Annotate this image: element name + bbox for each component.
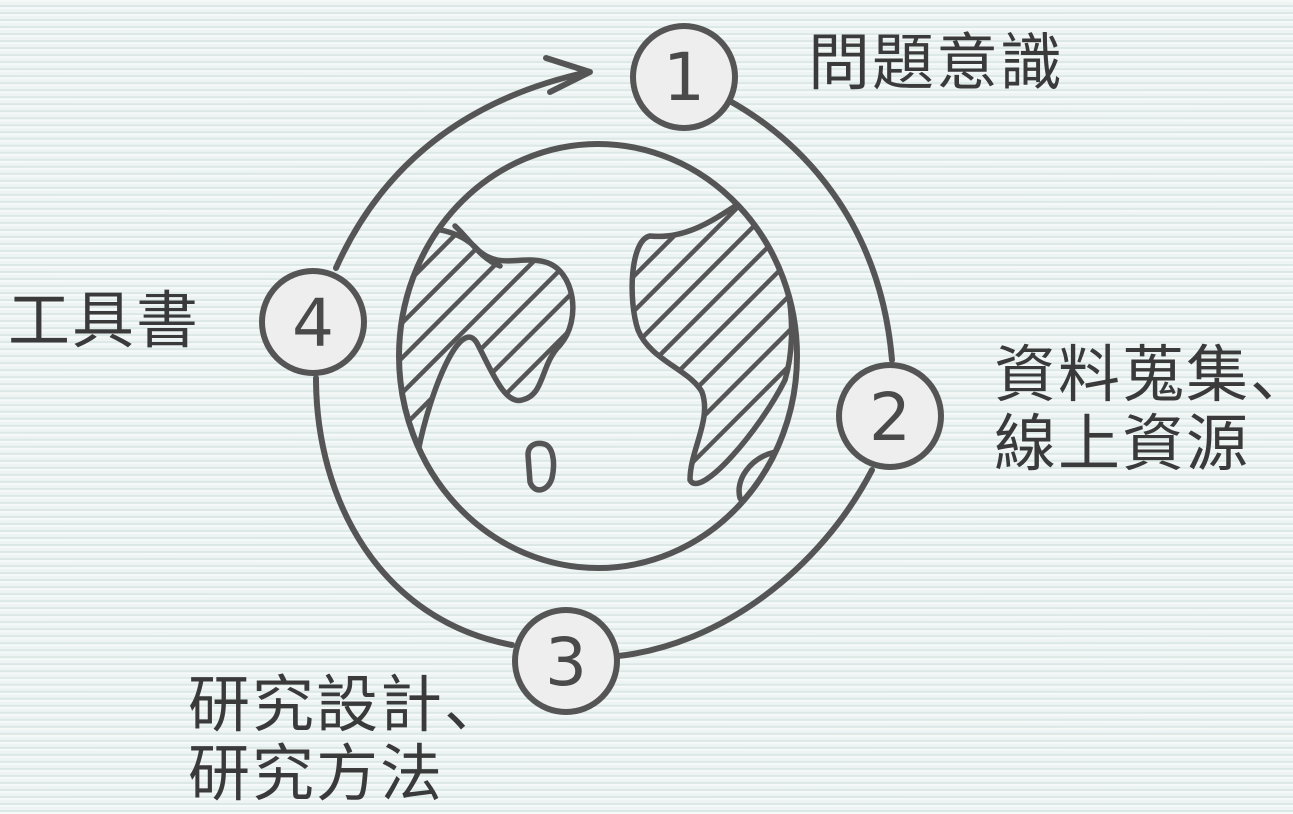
step-number-3: 3: [545, 624, 587, 701]
step-number-2: 2: [869, 379, 911, 456]
island: [525, 440, 557, 493]
step-label-1: 問題意識: [808, 26, 1065, 99]
continent-left: [399, 225, 576, 455]
step-node-1: 1: [630, 23, 738, 131]
step-label-3-line-2: 研究方法: [188, 737, 445, 811]
cycle-segment-3-to-4: [313, 375, 515, 648]
step-node-4: 4: [259, 268, 367, 376]
step-label-1-line-1: 問題意識: [808, 26, 1065, 99]
step-label-3: 研究設計、 研究方法: [188, 670, 508, 809]
step-label-2-line-2: 線上資源: [994, 407, 1251, 481]
cycle-segment-2-to-3: [615, 467, 875, 659]
step-number-1: 1: [663, 39, 705, 116]
step-label-2: 資料蒐集、 線上資源: [994, 340, 1293, 479]
cycle-segment-4-to-1: [333, 69, 591, 271]
arrowhead-icon: [543, 55, 593, 95]
cycle-arrow-icon: [313, 55, 895, 659]
cycle-segment-1-to-2: [725, 97, 895, 363]
step-label-3-line-1: 研究設計、: [188, 668, 509, 741]
step-label-2-line-1: 資料蒐集、: [994, 338, 1293, 411]
step-number-4: 4: [292, 285, 334, 362]
step-label-4-line-1: 工具書: [8, 284, 201, 357]
continent-right: [629, 195, 795, 487]
step-node-3: 3: [512, 607, 620, 715]
globe-icon: [396, 141, 800, 571]
step-node-2: 2: [836, 362, 944, 470]
step-label-4: 工具書: [8, 284, 201, 357]
